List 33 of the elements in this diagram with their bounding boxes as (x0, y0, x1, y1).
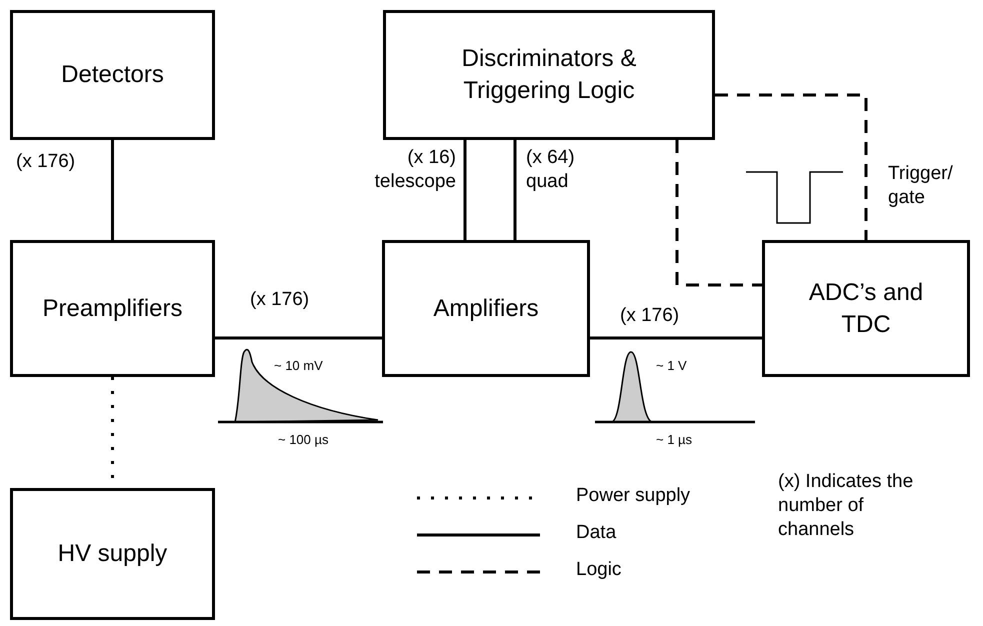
edge-label: (x 176) (620, 304, 680, 328)
connector-line (676, 140, 762, 286)
edge-label: (x 16) telescope (374, 146, 456, 194)
block-label: HV supply (58, 539, 168, 569)
annotation-text: ~ 1 µs (656, 431, 694, 449)
edge-label: (x 64) quad (526, 146, 576, 194)
block-box (10, 488, 215, 620)
block-box (382, 240, 590, 377)
connector-line (111, 140, 114, 240)
annotation-text: ~ 100 µs (278, 431, 330, 449)
block-label: Detectors (61, 60, 164, 90)
annotation-text: Trigger/ gate (888, 162, 954, 210)
legend-text: Logic (576, 558, 622, 582)
connector-line (464, 140, 466, 240)
block-box (762, 240, 970, 377)
block-box (10, 240, 215, 377)
legend-text: Data (576, 521, 616, 545)
edge-label: (x 176) (16, 150, 76, 174)
connector-line (590, 336, 762, 340)
annotation-text: ~ 1 V (656, 357, 688, 375)
block-label: Preamplifiers (42, 294, 183, 324)
annotation-text: ~ 10 mV (274, 357, 324, 375)
connector-line (215, 336, 382, 340)
connector-line (715, 94, 868, 240)
edge-label: (x 176) (250, 288, 310, 312)
block-label: Discriminators & Triggering Logic (460, 44, 638, 106)
block-label: Amplifiers (433, 294, 539, 324)
block-label: ADC’s and TDC (808, 278, 924, 340)
block-box (383, 10, 715, 140)
connector-line (514, 140, 516, 240)
block-box (10, 10, 215, 140)
legend-text: Power supply (576, 484, 690, 508)
annotation-text: (x) Indicates the number of channels (778, 470, 914, 542)
